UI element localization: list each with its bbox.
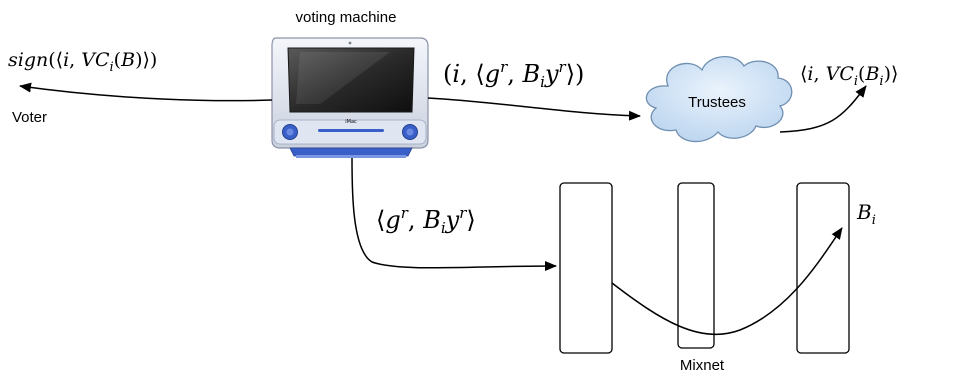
voter-msg-sub: i [110,60,114,75]
mix-out-b: B [856,200,872,224]
mixnet: Mixnet [559,182,850,374]
trustee-input-message: (i, ⟨gr, Biyr⟩) [443,58,584,91]
imac-badge: iMac [345,119,357,125]
right-speaker-inner [406,128,414,136]
trustee-in-close: ⟩) [566,60,585,88]
voting-machine: voting machine iMac [271,9,429,158]
camera-dot [348,41,352,45]
voter-msg-sign: sign [8,49,48,71]
mixnet-path [611,227,843,336]
trustee-out-b: B [864,63,879,85]
voter-msg-paren: ( [114,49,121,71]
voter-msg-i: i [63,49,69,71]
trustee-in-angle: , ⟨ [460,60,485,88]
trustee-in-r1: r [500,58,508,76]
trustee-out-close: )⟩ [884,63,899,85]
trustees-cloud: Trustees [645,56,793,143]
voter-msg-close: )⟩) [135,49,157,71]
trustee-output-message: ⟨i, VCi(Bi)⟩ [800,63,898,89]
arrow-from-trustees [779,85,867,133]
mix-in-g: g [385,206,400,234]
mixnet-label: Mixnet [680,357,725,374]
mix-in-sub: i [441,219,446,237]
mix-in-b: B [422,206,441,234]
voter-label: Voter [12,109,47,126]
trustee-out-i: i [807,63,813,85]
trustee-in-b: B [522,60,541,88]
mix-server-1 [559,182,613,354]
trustee-out-comma: , [814,63,826,85]
voting-machine-label: voting machine [296,9,397,26]
monitor-foot-edge [296,155,406,158]
mix-in-close: ⟩ [466,206,475,234]
trustee-out-paren: ( [858,63,865,85]
voter-message: sign(⟨i, VCi(B)⟩) [8,49,157,75]
mix-in-comma: , [408,206,423,234]
arrow-to-voter [19,82,273,102]
monitor-foot [289,147,413,157]
mixnet-output: Bi [856,200,876,228]
voter-msg-open: (⟨ [48,49,63,71]
trustee-in-i: i [452,60,460,88]
trustee-in-y: y [544,60,559,88]
trustee-in-comma: , [507,60,522,88]
monitor-screen [287,47,415,113]
trustee-out-sub1: i [854,74,858,89]
trustee-in-r2: r [559,58,567,76]
cd-slot [318,129,384,132]
trustee-out-open: ⟨ [800,63,807,85]
mix-out-sub: i [872,213,876,228]
mix-in-y: y [445,206,460,234]
mix-in-r1: r [401,204,409,222]
trustee-out-sub2: i [879,74,883,89]
mix-server-3 [796,182,850,354]
voter-msg-b: B [120,49,135,71]
voter-msg-comma: , [69,49,81,71]
mix-in-open: ⟨ [376,206,385,234]
trustee-in-sub: i [540,73,545,91]
cloud-shape [645,56,793,143]
mixnet-input-message: ⟨gr, Biyr⟩ [376,204,476,237]
mix-in-r2: r [459,204,467,222]
trustee-out-vc: VC [826,63,855,85]
left-speaker-inner [286,128,294,136]
trustee-in-g: g [485,60,500,88]
voter-msg-vc: VC [81,49,110,71]
arrow-to-trustees [427,97,641,121]
mix-server-2 [677,182,715,349]
screen-glare [296,52,390,104]
arrow-to-mixnet [351,157,557,272]
trustee-in-open: ( [443,60,452,88]
trustees-label: Trustees [688,94,746,111]
